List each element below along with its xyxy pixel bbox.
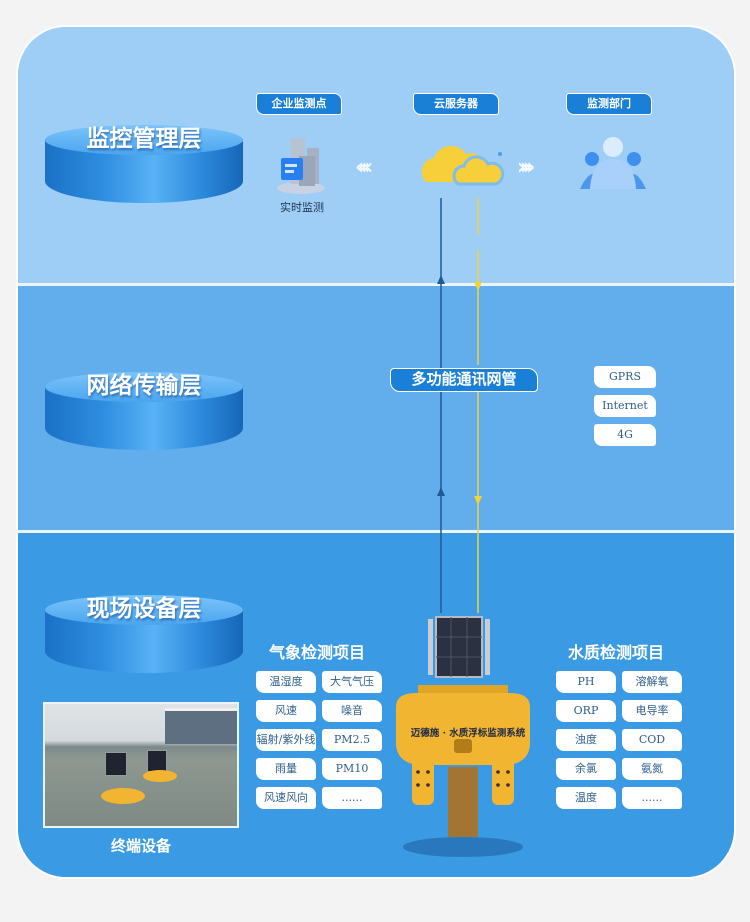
water-item: 余氯 bbox=[556, 758, 616, 780]
downlink-arrow-icon bbox=[474, 282, 482, 291]
weather-section-title: 气象检测项目 bbox=[269, 643, 366, 662]
weather-item: ...... bbox=[322, 787, 382, 809]
architecture-card: 监控管理层 网络传输层 现场设备层 企业监测点 云服务器 监测部门 实时监测 ‹… bbox=[18, 27, 734, 877]
weather-items-grid: 温湿度大气气压风速噪音辐射/紫外线 PM2.5 雨量 PM10 风速风向...... bbox=[256, 671, 382, 809]
ship-shape bbox=[165, 708, 237, 744]
water-item: 温度 bbox=[556, 787, 616, 809]
data-flow-lines bbox=[437, 198, 482, 613]
realtime-monitoring-caption: 实时监测 bbox=[280, 201, 324, 214]
monitoring-dept-tag: 监测部门 bbox=[566, 93, 652, 115]
weather-item: PM10 bbox=[322, 758, 382, 780]
management-layer-cylinder: 监控管理层 bbox=[45, 125, 243, 203]
uplink-arrow-icon bbox=[437, 487, 445, 496]
water-item: 氨氮 bbox=[622, 758, 682, 780]
weather-item: 辐射/紫外线 bbox=[256, 729, 316, 751]
weather-item: 大气气压 bbox=[322, 671, 382, 693]
gateway-label: 多功能通讯网管 bbox=[390, 368, 538, 392]
water-item: COD bbox=[622, 729, 682, 751]
network-layer-cylinder: 网络传输层 bbox=[45, 372, 243, 450]
water-items-grid: PH 溶解氧 ORP 电导率浊度 COD 余氯氨氮温度...... bbox=[556, 671, 682, 809]
water-item: 浊度 bbox=[556, 729, 616, 751]
layer-divider bbox=[18, 283, 734, 286]
protocol-internet: Internet bbox=[594, 395, 656, 417]
layer-divider bbox=[18, 530, 734, 533]
field-layer-title: 现场设备层 bbox=[86, 595, 202, 622]
weather-item: 风速风向 bbox=[256, 787, 316, 809]
terminal-device-caption: 终端设备 bbox=[110, 837, 171, 855]
weather-item: 温湿度 bbox=[256, 671, 316, 693]
users-icon bbox=[580, 137, 646, 189]
protocol-gprs: GPRS bbox=[594, 366, 656, 388]
field-layer-cylinder: 现场设备层 bbox=[45, 595, 243, 673]
water-item: ...... bbox=[622, 787, 682, 809]
water-item: 溶解氧 bbox=[622, 671, 682, 693]
water-section-title: 水质检测项目 bbox=[568, 643, 665, 662]
water-item: ORP bbox=[556, 700, 616, 722]
downlink-arrow-icon bbox=[474, 496, 482, 505]
weather-item: 雨量 bbox=[256, 758, 316, 780]
management-layer-title: 监控管理层 bbox=[86, 125, 202, 152]
water-item: PH bbox=[556, 671, 616, 693]
water-item: 电导率 bbox=[622, 700, 682, 722]
cloud-server-tag: 云服务器 bbox=[413, 93, 499, 115]
terminal-device-photo bbox=[43, 702, 239, 828]
buoy-device-illustration bbox=[396, 616, 530, 857]
enterprise-site-tag: 企业监测点 bbox=[256, 93, 342, 115]
weather-item: 噪音 bbox=[322, 700, 382, 722]
weather-item: 风速 bbox=[256, 700, 316, 722]
uplink-arrow-icon bbox=[437, 275, 445, 284]
network-layer-title: 网络传输层 bbox=[86, 372, 202, 399]
protocol-4g: 4G bbox=[594, 424, 656, 446]
arrows-right-icon: ›››› bbox=[517, 155, 535, 180]
buoy-label: 迈德施 · 水质浮标监测系统 bbox=[410, 728, 526, 739]
weather-item: PM2.5 bbox=[322, 729, 382, 751]
cloud-icon bbox=[421, 145, 505, 186]
arrows-left-icon: ‹‹‹‹ bbox=[355, 155, 373, 180]
building-icon bbox=[277, 138, 325, 194]
